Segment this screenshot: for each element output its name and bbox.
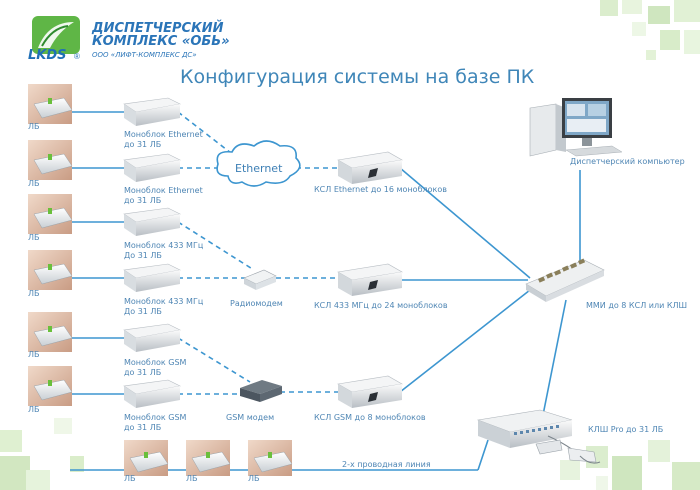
- lb-label-9: ЛБ: [248, 474, 260, 483]
- ethernet-cloud: [216, 140, 301, 187]
- radiomodem-label: Радиомодем: [230, 299, 283, 308]
- monoblock-3: [123, 207, 181, 236]
- monoblock-label-3: Моноблок 433 МГц До 31 ЛБ: [124, 241, 203, 261]
- monoblock-1: [123, 97, 181, 126]
- monoblock-label-5-line2: до 31 ЛБ: [124, 368, 162, 377]
- monoblock-label-6: Моноблок GSM до 31 ЛБ: [124, 413, 186, 433]
- ksl-radio-label: КСЛ 433 МГц до 24 моноблоков: [314, 301, 448, 310]
- dispatcher-computer: [529, 98, 623, 157]
- lkds-logo: [32, 16, 80, 54]
- monoblock-label-2: Моноблок Ethernet до 31 ЛБ: [124, 186, 203, 206]
- lb-panel-6: [28, 366, 73, 406]
- monoblock-label-3-line2: До 31 ЛБ: [124, 251, 162, 260]
- monoblock-6: [123, 379, 181, 408]
- monoblock-label-3-line1: Моноблок 433 МГц: [124, 241, 204, 250]
- page-title: Конфигурация системы на базе ПК: [180, 66, 535, 88]
- lb-label-6: ЛБ: [28, 405, 40, 414]
- registered-mark: ®: [74, 52, 80, 61]
- computer-label: Диспетчерский компьютер: [570, 157, 685, 166]
- gsm-modem-device: [240, 380, 282, 402]
- mmi-device: [525, 258, 605, 302]
- lb-panel-1: [28, 84, 73, 124]
- lb-label-5: ЛБ: [28, 350, 40, 359]
- monoblock-label-4: Моноблок 433 МГц До 31 ЛБ: [124, 297, 203, 317]
- ksl-gsm-box: [337, 375, 403, 408]
- lb-panel-4: [28, 250, 73, 290]
- monoblock-label-6-line2: до 31 ЛБ: [124, 423, 162, 432]
- lb-label-7: ЛБ: [124, 474, 136, 483]
- mmi-label: ММИ до 8 КСЛ или КЛШ: [586, 301, 688, 310]
- klsh-pro-label: КЛШ Pro до 31 ЛБ: [588, 425, 664, 434]
- ksl-gsm-label: КСЛ GSM до 8 моноблоков: [314, 413, 426, 422]
- lb-panel-9: [248, 440, 293, 476]
- lb-label-4: ЛБ: [28, 289, 40, 298]
- monoblock-5: [123, 323, 181, 352]
- lb-panel-3: [28, 194, 73, 234]
- monoblock-label-2-line1: Моноблок Ethernet: [124, 186, 203, 195]
- lb-panel-8: [186, 440, 231, 476]
- monoblock-label-1-line2: до 31 ЛБ: [124, 140, 162, 149]
- ethernet-label: Ethernet: [235, 162, 283, 175]
- monoblock-4: [123, 263, 181, 292]
- ksl-radio-box: [337, 263, 403, 296]
- two-wire-line-label: 2-х проводная линия: [342, 460, 431, 469]
- brand-company: ООО «ЛИФТ-КОМПЛЕКС ДС»: [92, 51, 197, 59]
- ksl-ethernet-box: [337, 151, 403, 184]
- monoblock-label-1: Моноблок Ethernet до 31 ЛБ: [124, 130, 203, 150]
- lb-label-3: ЛБ: [28, 233, 40, 242]
- monoblock-label-4-line1: Моноблок 433 МГц: [124, 297, 204, 306]
- radiomodem-device: [243, 269, 277, 290]
- ksl-ethernet-label: КСЛ Ethernet до 16 моноблоков: [314, 185, 447, 194]
- klsh-pro-device: [476, 409, 601, 464]
- lb-panel-5: [28, 312, 73, 352]
- monoblock-label-1-line1: Моноблок Ethernet: [124, 130, 203, 139]
- brand-title-line1: ДИСПЕТЧЕРСКИЙ: [92, 21, 224, 36]
- monoblock-label-4-line2: До 31 ЛБ: [124, 307, 162, 316]
- lb-panel-7: [124, 440, 169, 476]
- monoblock-label-2-line2: до 31 ЛБ: [124, 196, 162, 205]
- lb-panel-2: [28, 140, 73, 180]
- brand-title-line2: КОМПЛЕКС «ОБЬ»: [92, 34, 230, 49]
- monoblock-2: [123, 153, 181, 182]
- lb-label-1: ЛБ: [28, 122, 40, 131]
- monoblock-label-6-line1: Моноблок GSM: [124, 413, 187, 422]
- logo-letters: LKDS: [28, 48, 67, 63]
- brand-title: ДИСПЕТЧЕРСКИЙ КОМПЛЕКС «ОБЬ»: [92, 22, 230, 48]
- gsm-modem-label: GSM модем: [226, 413, 275, 422]
- monoblock-label-5-line1: Моноблок GSM: [124, 358, 187, 367]
- monoblock-label-5: Моноблок GSM до 31 ЛБ: [124, 358, 186, 378]
- lb-label-2: ЛБ: [28, 179, 40, 188]
- lb-label-8: ЛБ: [186, 474, 198, 483]
